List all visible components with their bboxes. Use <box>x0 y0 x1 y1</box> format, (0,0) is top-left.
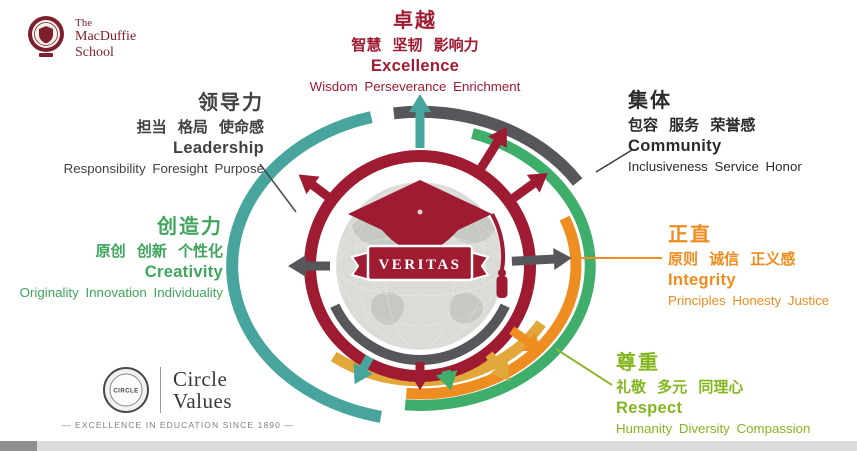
school-name: The MacDuffie School <box>75 14 136 61</box>
creativity-zh-title: 创造力 <box>157 216 223 238</box>
wheel-arrow-head-crimson <box>488 126 507 148</box>
veritas-banner: VERITAS <box>350 244 490 282</box>
integrity-en-title: Integrity <box>668 270 736 289</box>
wheel-arrow-head-dark_gray <box>288 255 306 277</box>
wheel-arrow-shaft-dark_gray <box>511 254 561 266</box>
community-en-traits: Inclusiveness Service Honor <box>628 158 802 174</box>
community-zh-title: 集体 <box>628 90 672 112</box>
wordmark-line1: Circle <box>173 366 228 391</box>
excellence-en-traits: Wisdom Perseverance Enrichment <box>309 78 521 94</box>
wheel-arc-dark_gray <box>330 303 510 365</box>
tassel-knot <box>498 269 506 277</box>
school-name-line3: School <box>75 44 114 60</box>
respect-zh-title: 尊重 <box>616 352 660 374</box>
leadership-zh-title: 领导力 <box>198 92 264 114</box>
value-block-community: 集体 包容 服务 荣誉感 Community Inclusiveness Ser… <box>628 88 853 176</box>
wheel-arrow-head-dark_gray <box>553 248 572 270</box>
value-block-leadership: 领导力 担当 格局 使命感 Leadership Responsibility … <box>38 90 264 178</box>
creativity-en-traits: Originality Innovation Individuality <box>19 284 223 300</box>
wheel-arc-teal <box>226 111 382 423</box>
value-block-integrity: 正直 原则 诚信 正义感 Integrity Principles Honest… <box>668 222 853 310</box>
circle-values-wordmark: Circle Values <box>173 368 232 412</box>
wheel-arc-orange <box>406 215 582 400</box>
school-seal-icon: CIRCLE <box>103 367 149 413</box>
integrity-zh-traits: 原则 诚信 正义感 <box>668 250 796 268</box>
wordmark-line2: Values <box>173 389 232 413</box>
community-en-title: Community <box>628 136 722 155</box>
wheel-arc-green <box>404 128 596 411</box>
integrity-zh-title: 正直 <box>668 224 712 246</box>
wheel-arrow-head-crimson <box>526 173 548 193</box>
cap-button <box>417 209 423 215</box>
leadership-en-traits: Responsibility Foresight Purpose <box>63 160 264 176</box>
creativity-en-title: Creativity <box>144 262 223 281</box>
wheel-arrow-head-orange <box>521 332 543 352</box>
wheel-arrow-shaft-crimson <box>476 134 505 172</box>
tassel-cord <box>490 213 506 271</box>
leadership-connector-line <box>259 163 297 213</box>
macduffie-crest-icon <box>28 16 64 57</box>
respect-zh-traits: 礼敬 多元 同理心 <box>616 378 744 396</box>
respect-en-title: Respect <box>616 398 683 417</box>
excellence-zh-title: 卓越 <box>393 10 437 32</box>
excellence-en-title: Excellence <box>370 56 460 75</box>
respect-en-traits: Humanity Diversity Compassion <box>616 420 811 436</box>
wheel-arrow-head-crimson <box>409 372 431 390</box>
circle-values-logo: CIRCLE Circle Values <box>102 366 232 414</box>
wheel-arrow-head-teal <box>353 363 373 385</box>
wheel-arrow-head-crimson <box>298 174 320 195</box>
school-name-line2: MacDuffie <box>75 29 137 45</box>
graduation-cap-icon: VERITAS <box>348 180 508 298</box>
wheel-arrow-head-green <box>435 370 458 391</box>
integrity-en-traits: Principles Honesty Justice <box>668 292 830 308</box>
footer-tagline: — EXCELLENCE IN EDUCATION SINCE 1890 — <box>62 420 294 430</box>
leadership-zh-traits: 担当 格局 使命感 <box>136 118 264 136</box>
creativity-zh-traits: 原创 创新 个性化 <box>95 242 223 260</box>
video-progress-bar[interactable] <box>0 441 857 451</box>
community-zh-traits: 包容 服务 荣誉感 <box>628 116 756 134</box>
wheel-arrows <box>288 94 572 391</box>
seal-center-text: CIRCLE <box>113 389 138 395</box>
value-block-respect: 尊重 礼敬 多元 同理心 Respect Humanity Diversity … <box>616 350 856 438</box>
veritas-text: VERITAS <box>378 257 461 273</box>
video-progress-played <box>0 441 37 451</box>
value-block-creativity: 创造力 原创 创新 个性化 Creativity Originality Inn… <box>0 214 223 302</box>
footer-divider <box>160 367 161 413</box>
school-logo: The MacDuffie School <box>26 14 136 61</box>
wheel-arrow-head-teal <box>409 94 431 112</box>
school-name-line1: The <box>75 17 93 29</box>
wheel-arrow-head-gold <box>490 360 510 381</box>
community-connector-line <box>595 149 633 173</box>
tassel-end <box>496 276 508 298</box>
respect-connector-line <box>555 348 613 386</box>
leadership-en-title: Leadership <box>172 138 264 157</box>
value-block-excellence: 卓越 智慧 坚韧 影响力 Excellence Wisdom Persevera… <box>235 8 595 96</box>
excellence-zh-traits: 智慧 坚韧 影响力 <box>351 36 479 54</box>
